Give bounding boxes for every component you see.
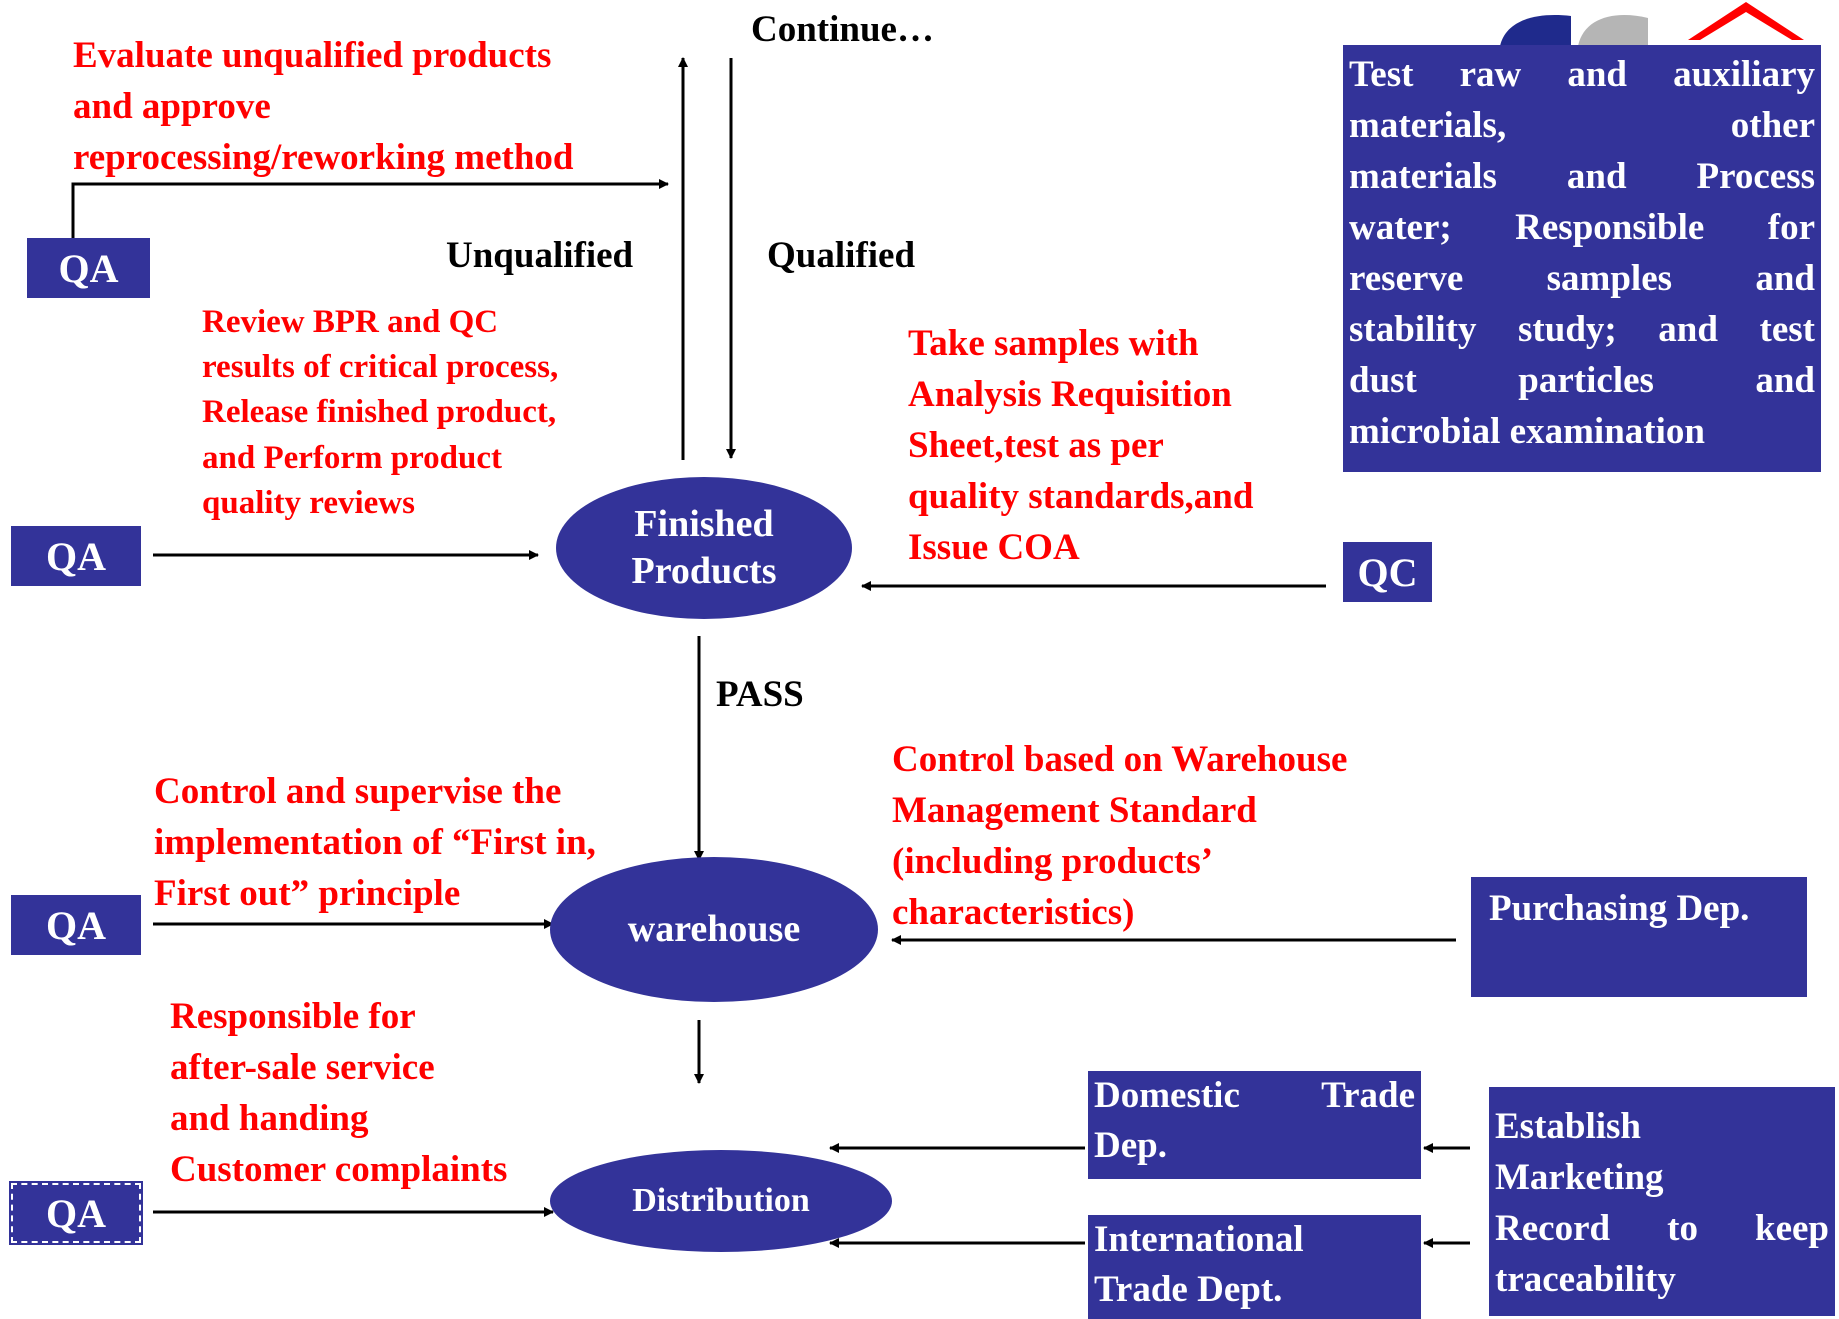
note-review: Review BPR and QC results of critical pr…	[202, 304, 559, 521]
note-evaluate: Evaluate unqualified products and approv…	[73, 35, 574, 179]
qa-box-finished: QA	[11, 526, 141, 586]
international-trade-box: International Trade Dept.	[1088, 1215, 1421, 1319]
qa-box-evaluate: QA	[27, 238, 150, 298]
note-control-warehouse: Control based on Warehouse Management St…	[892, 739, 1348, 934]
domestic-trade-box: Domestic Trade Dep.	[1088, 1071, 1421, 1179]
note-after-sale: Responsible for after-sale service and h…	[170, 996, 508, 1191]
qc-box: QC	[1343, 542, 1432, 602]
note-take-samples: Take samples with Analysis Requisition S…	[908, 323, 1254, 569]
pass-label: PASS	[716, 674, 804, 715]
node-distribution: Distribution	[550, 1150, 892, 1252]
note-control-fifo: Control and supervise the implementation…	[154, 771, 596, 915]
qa-box-warehouse: QA	[11, 895, 141, 955]
qc-duties-box: Test raw and auxiliary materials, other …	[1343, 45, 1821, 472]
company-logo-icon	[1500, 2, 1804, 46]
node-finished-products: Finished Products	[556, 477, 852, 619]
qa-box-distribution: QA	[9, 1181, 143, 1245]
purchasing-box: Purchasing Dep.	[1471, 877, 1807, 997]
unqualified-label: Unqualified	[446, 235, 634, 276]
purchasing-label: Purchasing Dep.	[1489, 888, 1750, 929]
marketing-record-box: Establish Marketing Record to keep trace…	[1489, 1087, 1835, 1316]
arrow-qa-to-evaluate	[71, 179, 669, 238]
qualified-label: Qualified	[767, 235, 916, 276]
node-warehouse: warehouse	[550, 857, 878, 1002]
continue-label: Continue…	[751, 9, 934, 50]
